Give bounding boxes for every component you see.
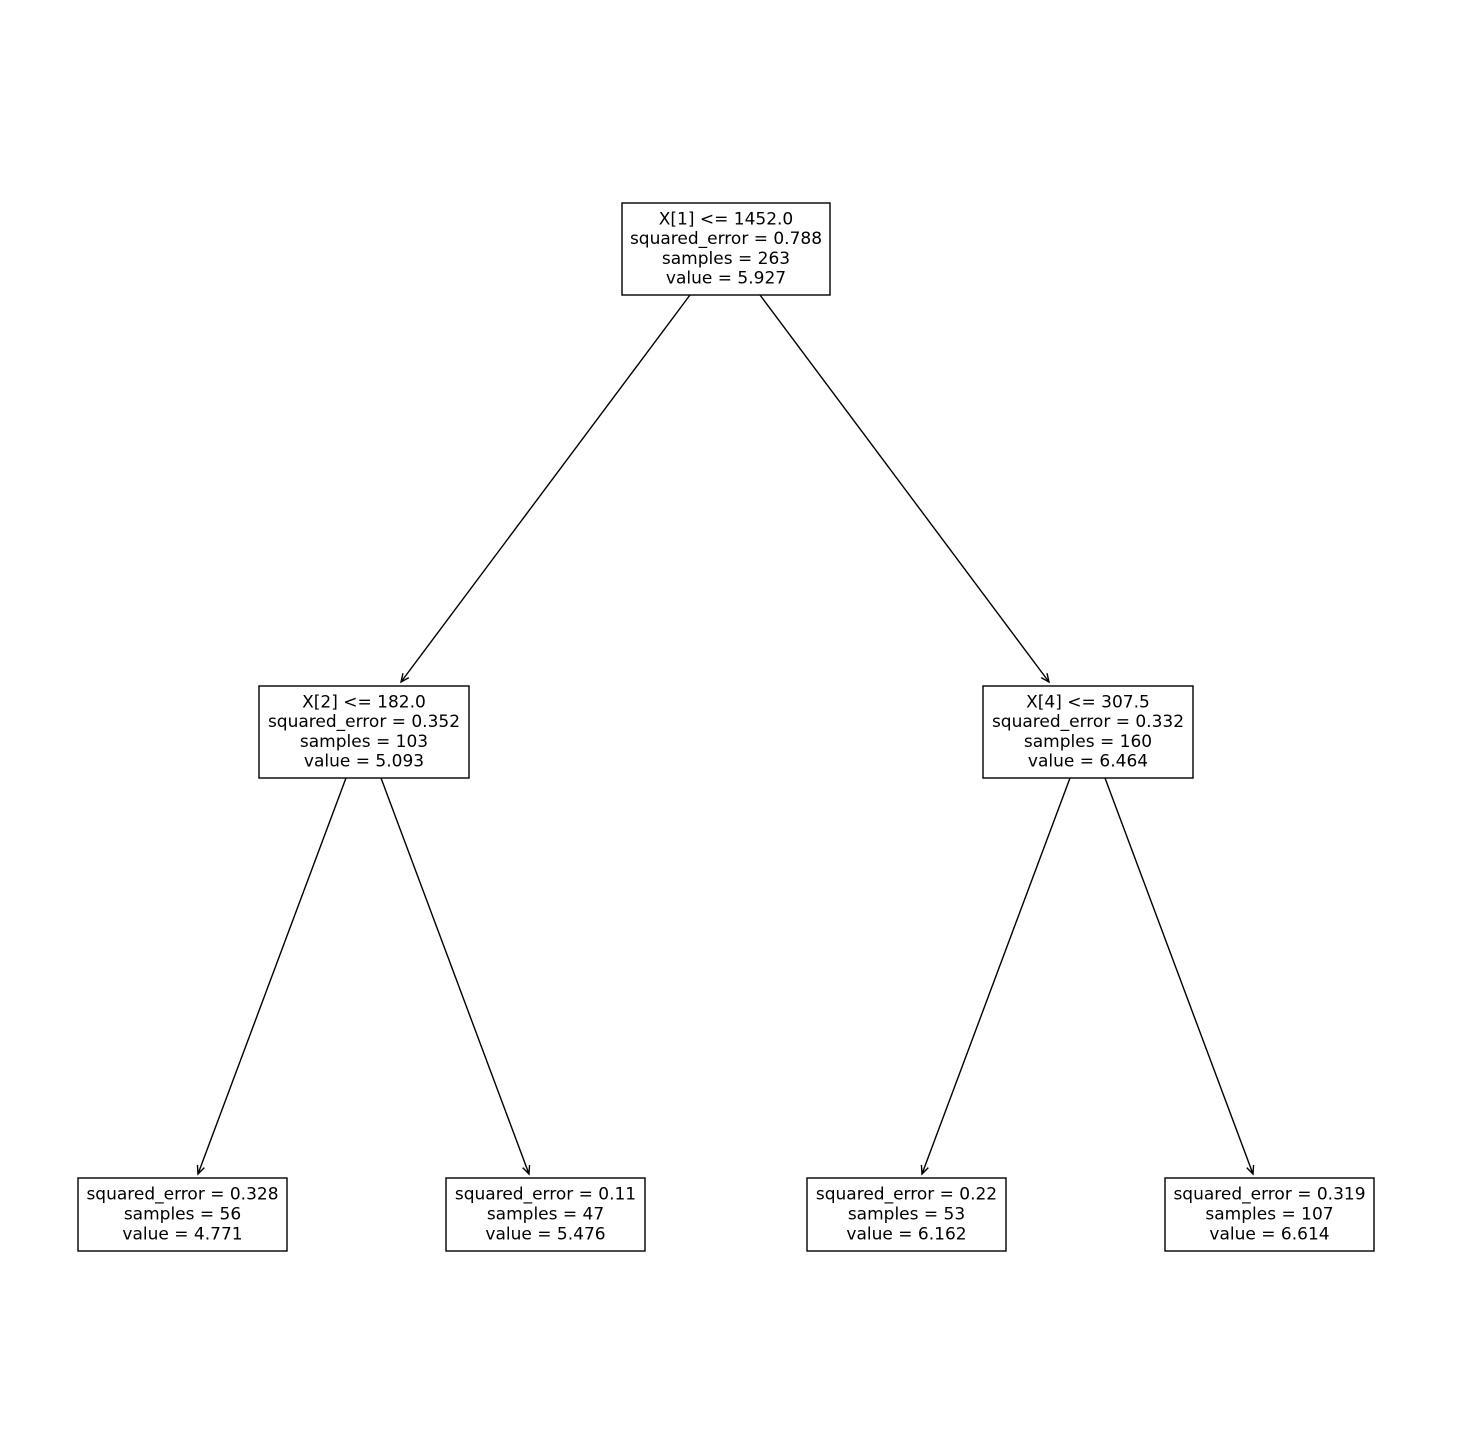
node-line: samples = 107 — [1205, 1205, 1333, 1225]
arrowhead-leaf-2 — [522, 1164, 531, 1176]
edge-right-to-leaf-4 — [1104, 777, 1254, 1175]
node-line: squared_error = 0.11 — [455, 1185, 636, 1205]
node-line: squared_error = 0.328 — [86, 1185, 278, 1205]
node-line: squared_error = 0.22 — [816, 1185, 997, 1205]
edge-left-to-leaf-1 — [197, 777, 347, 1175]
node-box-left — [258, 685, 470, 779]
edge-root-to-right — [759, 294, 1050, 683]
arrowhead-leaf-1 — [196, 1164, 205, 1176]
node-line: samples = 47 — [487, 1205, 604, 1225]
node-box-leaf-1 — [77, 1177, 288, 1252]
node-box-leaf-4 — [1164, 1177, 1375, 1252]
node-line: samples = 103 — [300, 732, 428, 752]
node-line: value = 6.614 — [1209, 1224, 1329, 1244]
node-line: value = 5.476 — [485, 1224, 605, 1244]
arrowhead-left — [399, 673, 410, 684]
node-line: value = 5.093 — [304, 752, 424, 772]
node-line: samples = 263 — [662, 249, 790, 269]
node-line: samples = 53 — [848, 1205, 965, 1225]
node-line: X[4] <= 307.5 — [1026, 692, 1150, 712]
arrowhead-leaf-4 — [1246, 1164, 1255, 1176]
node-line: squared_error = 0.352 — [268, 712, 460, 732]
node-line: value = 6.162 — [846, 1224, 966, 1244]
node-line: value = 6.464 — [1028, 752, 1148, 772]
edge-right-to-leaf-3 — [921, 777, 1071, 1175]
node-line: value = 5.927 — [666, 269, 786, 289]
node-line: squared_error = 0.788 — [630, 229, 822, 249]
node-line: X[2] <= 182.0 — [302, 692, 426, 712]
node-box-right — [982, 685, 1194, 779]
node-line: samples = 56 — [124, 1205, 241, 1225]
node-line: value = 4.771 — [122, 1224, 242, 1244]
edge-left-to-leaf-2 — [380, 777, 530, 1175]
node-box-root — [621, 202, 831, 296]
edge-root-to-left — [400, 294, 691, 683]
arrowhead-right — [1040, 673, 1051, 684]
node-box-leaf-3 — [806, 1177, 1007, 1252]
node-line: squared_error = 0.332 — [992, 712, 1184, 732]
tree-edges — [196, 294, 1255, 1176]
node-box-leaf-2 — [445, 1177, 646, 1252]
node-line: samples = 160 — [1024, 732, 1152, 752]
node-line: squared_error = 0.319 — [1173, 1185, 1365, 1205]
node-line: X[1] <= 1452.0 — [659, 209, 794, 229]
arrowhead-leaf-3 — [920, 1164, 929, 1176]
